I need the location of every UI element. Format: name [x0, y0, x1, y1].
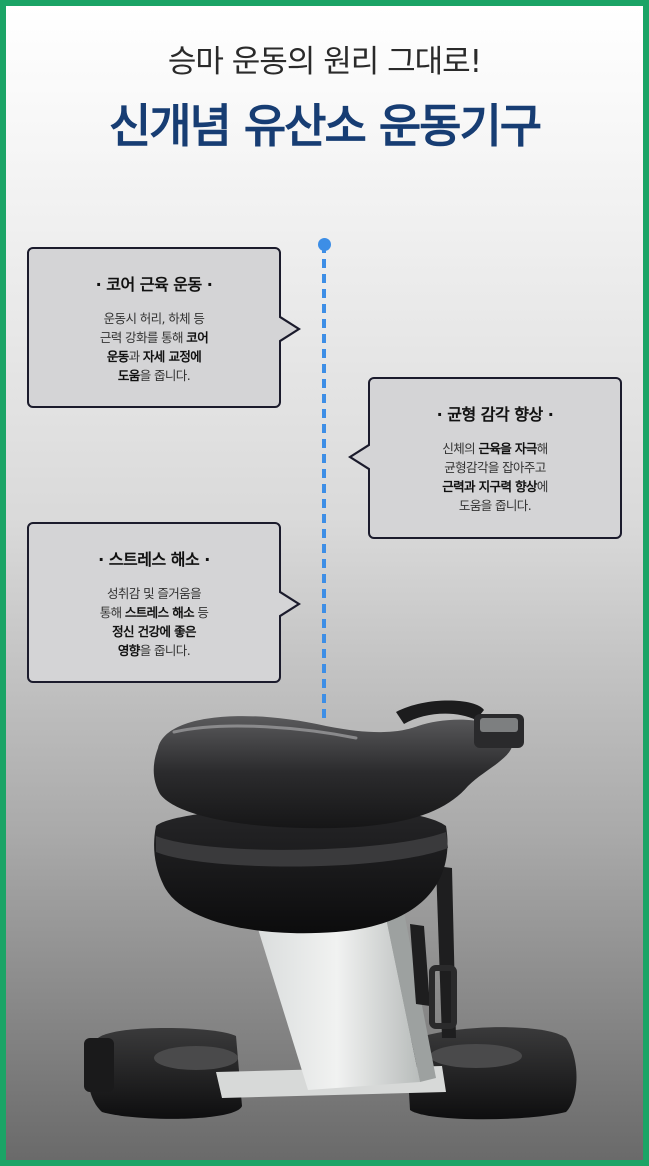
body-text: 해 — [536, 441, 549, 456]
bold-text: 코어 — [186, 330, 209, 345]
bubble-body-line: 성취감 및 즐거움을 — [29, 584, 279, 603]
body-text: 운동시 허리, 하체 등 — [103, 311, 205, 326]
body-text: 에 — [536, 479, 549, 494]
body-text: 과 — [128, 349, 143, 364]
bold-text: 스트레스 해소 — [124, 605, 195, 620]
bubble-title: · 균형 감각 향상 · — [436, 405, 554, 424]
body-text: 성취감 및 즐거움을 — [107, 586, 202, 601]
bold-text: 자세 교정에 — [142, 349, 202, 364]
bubble-title: · 코어 근육 운동 · — [95, 275, 213, 294]
body-text: 근력 강화를 통해 — [99, 330, 187, 345]
bubble-title: · 스트레스 해소 · — [98, 550, 210, 569]
bubble-body-line: 도움을 줍니다. — [370, 496, 620, 515]
horse-riding-machine-image — [84, 700, 577, 1120]
body-text: 통해 — [99, 605, 125, 620]
timeline-dashed-line — [322, 244, 326, 724]
bubble-body-line: 신체의 근육을 자극해 — [370, 439, 620, 458]
bubble-body-line: 영향을 줍니다. — [29, 641, 279, 660]
bubble-body-line: 정신 건강에 좋은 — [29, 622, 279, 641]
bubble-body-line: 근력 강화를 통해 코어 — [29, 328, 279, 347]
page-subtitle: 승마 운동의 원리 그대로! — [167, 44, 482, 80]
bubble-body-line: 도움을 줍니다. — [29, 366, 279, 385]
body-text: 도움을 줍니다. — [458, 498, 532, 513]
body-text: 신체의 — [442, 441, 479, 456]
bold-text: 근육을 자극 — [478, 441, 537, 456]
bold-text: 영향 — [117, 643, 140, 658]
bubble-body-line: 운동시 허리, 하체 등 — [29, 309, 279, 328]
bubble-body-line: 근력과 지구력 향상에 — [370, 477, 620, 496]
bold-text: 정신 건강에 좋은 — [112, 624, 196, 639]
bubble-body-line: 통해 스트레스 해소 등 — [29, 603, 279, 622]
bold-text: 운동 — [106, 349, 129, 364]
body-text: 균형감각을 잡아주고 — [444, 460, 546, 475]
body-text: 등 — [194, 605, 209, 620]
page-title: 신개념 유산소 운동기구 — [108, 99, 542, 153]
bold-text: 도움 — [117, 368, 140, 383]
bold-text: 근력과 지구력 향상 — [442, 479, 537, 494]
body-text: 을 줍니다. — [139, 368, 191, 383]
body-text: 을 줍니다. — [139, 643, 191, 658]
bubble-body-line: 균형감각을 잡아주고 — [370, 458, 620, 477]
bubble-body-line: 운동과 자세 교정에 — [29, 347, 279, 366]
